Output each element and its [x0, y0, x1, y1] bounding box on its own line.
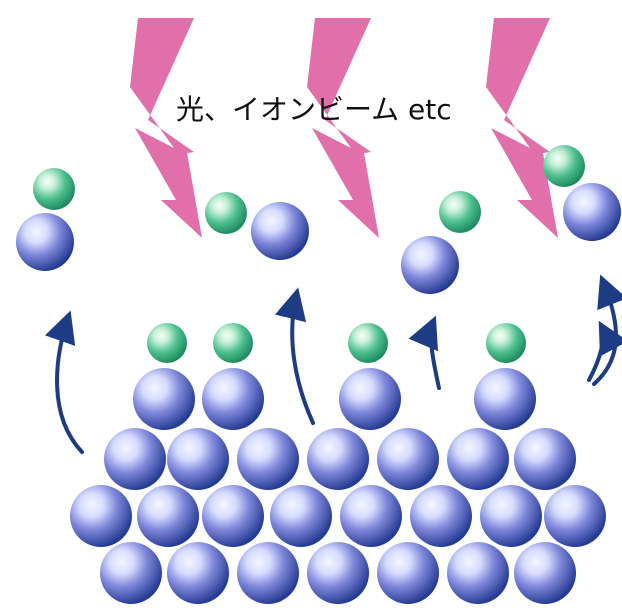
diagram-caption: 光、イオンビーム etc: [176, 93, 452, 126]
desorbed-green-atom-1: [33, 168, 75, 210]
surface-atom-1: [133, 368, 195, 430]
lattice-atom-r2-7: [480, 485, 542, 547]
lattice-atom-r2-6: [410, 485, 472, 547]
lattice-atom-r2-5: [340, 485, 402, 547]
lattice-atom-r3-2: [167, 542, 229, 604]
surface-atom-3: [339, 368, 401, 430]
lattice-atom-r1-2: [167, 428, 229, 490]
lattice-atom-r1-3: [237, 428, 299, 490]
surface-atom-layer: [133, 323, 536, 430]
lattice-atom-r2-8: [544, 485, 606, 547]
desorbed-green-atom-2: [205, 192, 247, 234]
lattice-atom-r1-1: [104, 428, 166, 490]
desorbed-green-atom-3: [439, 191, 481, 233]
surface-atom-2: [202, 368, 264, 430]
ejection-arrows: [44, 274, 622, 454]
adsorbate-atom-4: [486, 323, 526, 363]
lattice-atom-r3-5: [377, 542, 439, 604]
ejection-arrow-4: [592, 274, 622, 386]
incident-beam-1: [130, 18, 202, 238]
desorbed-green-atom-4: [543, 145, 585, 187]
lattice-atom-r3-1: [100, 542, 162, 604]
ejection-arrow-5: [587, 320, 622, 382]
lattice-atom-r3-3: [237, 542, 299, 604]
ejection-arrow-1: [44, 310, 84, 454]
lattice-atom-r2-3: [202, 485, 264, 547]
lattice-atom-r2-4: [270, 485, 332, 547]
adsorbate-atom-1: [147, 323, 187, 363]
ejection-arrow-2: [275, 287, 315, 425]
lattice-atom-r1-7: [514, 428, 576, 490]
incident-beam-group: [130, 18, 558, 238]
adsorbate-atom-2: [213, 323, 253, 363]
lattice-atom-r2-1: [70, 485, 132, 547]
desorbed-blue-atom-4: [563, 183, 621, 241]
incident-beam-3: [486, 18, 558, 238]
lattice-atom-r2-2: [137, 485, 199, 547]
lattice-atom-r3-7: [514, 542, 576, 604]
ejection-arrow-3: [408, 315, 441, 390]
lattice-atom-r1-5: [377, 428, 439, 490]
lattice-atom-r1-4: [307, 428, 369, 490]
desorbed-blue-atom-1: [16, 213, 74, 271]
lattice-atom-r1-6: [447, 428, 509, 490]
lattice-atom-r3-6: [447, 542, 509, 604]
crystal-lattice: [70, 428, 606, 604]
desorbed-blue-atom-2: [251, 202, 309, 260]
desorbed-blue-atom-3: [401, 236, 459, 294]
surface-atom-4: [474, 368, 536, 430]
incident-beam-2: [307, 18, 379, 238]
lattice-atom-r3-4: [307, 542, 369, 604]
adsorbate-atom-3: [348, 323, 388, 363]
desorbed-particles: [16, 145, 621, 294]
